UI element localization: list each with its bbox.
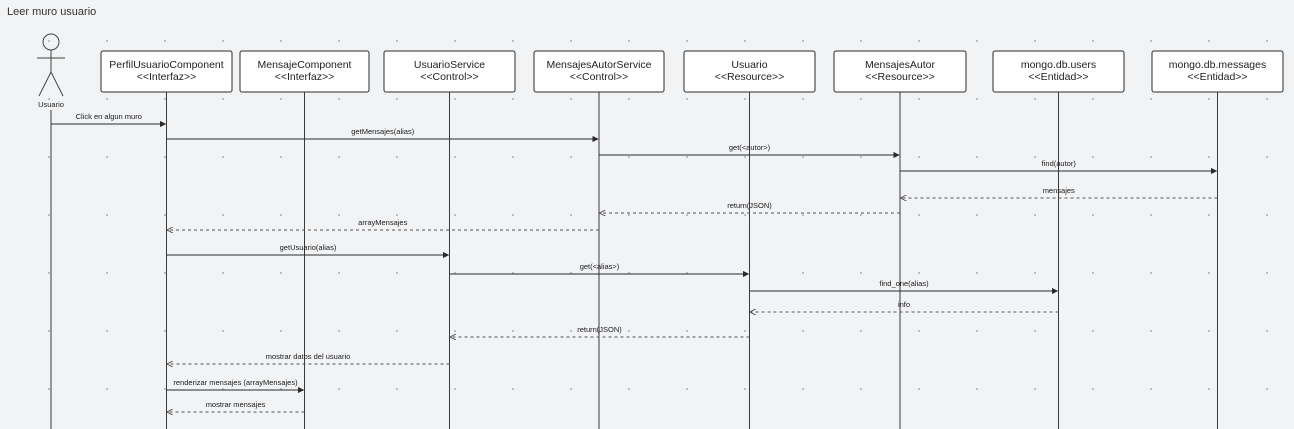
- message-1-click-en-algun-muro[interactable]: Click en algun muro: [51, 112, 167, 128]
- participant-name: MensajesAutor: [865, 59, 936, 71]
- participant-name: mongo.db.messages: [1169, 59, 1266, 71]
- message-label: mostrar datos del usuario: [266, 352, 351, 361]
- participant-usuario[interactable]: Usuario<<Resource>>: [683, 50, 816, 93]
- message-label: arrayMensajes: [358, 218, 407, 227]
- participant-mongo-db-messages[interactable]: mongo.db.messages<<Entidad>>: [1151, 50, 1284, 93]
- participant-perfilusuariocomponent[interactable]: PerfilUsuarioComponent<<Interfaz>>: [100, 50, 233, 93]
- participant-name: UsuarioService: [414, 59, 485, 71]
- participant-name: mongo.db.users: [1021, 59, 1096, 71]
- message-label: mensajes: [1043, 186, 1075, 195]
- participant-mensajesautorservice[interactable]: MensajesAutorService<<Control>>: [533, 50, 665, 93]
- participant-box: [833, 50, 967, 93]
- participant-mongo-db-users[interactable]: mongo.db.users<<Entidad>>: [992, 50, 1125, 93]
- participant-name: PerfilUsuarioComponent: [109, 59, 223, 71]
- actor-head: [42, 33, 60, 51]
- participant-stereotype: <<Resource>>: [715, 71, 784, 83]
- message-9-get-alias[interactable]: get(<alias>): [449, 262, 750, 278]
- participant-usuarioservice[interactable]: UsuarioService<<Control>>: [383, 50, 516, 93]
- actor-usuario: Usuario: [37, 33, 65, 109]
- message-6-return-json[interactable]: return(JSON): [600, 201, 900, 213]
- message-2-getmensajes-alias[interactable]: getMensajes(alias): [166, 127, 599, 143]
- participant-stereotype: <<Entidad>>: [1028, 71, 1088, 83]
- message-label: getMensajes(alias): [351, 127, 414, 136]
- participant-name: MensajesAutorService: [546, 59, 651, 71]
- participant-box: [992, 50, 1125, 93]
- participant-stereotype: <<Entidad>>: [1187, 71, 1247, 83]
- message-label: return(JSON): [727, 201, 772, 210]
- participant-mensajesautor[interactable]: MensajesAutor<<Resource>>: [833, 50, 967, 93]
- participant-name: MensajeComponent: [258, 59, 352, 71]
- participant-name: Usuario: [731, 59, 767, 71]
- participant-mensajecomponent[interactable]: MensajeComponent<<Interfaz>>: [239, 50, 370, 93]
- participant-box: [239, 50, 370, 93]
- message-label: mostrar mensajes: [206, 400, 266, 409]
- message-15-mostrar-mensajes[interactable]: mostrar mensajes: [168, 400, 305, 412]
- actor-leg-right: [50, 71, 64, 97]
- message-label: find(autor): [1042, 159, 1077, 168]
- message-8-getusuario-alias[interactable]: getUsuario(alias): [166, 243, 450, 259]
- message-label: find_one(alias): [879, 279, 929, 288]
- message-label: Click en algun muro: [76, 112, 142, 121]
- message-10-find-one-alias[interactable]: find_one(alias): [749, 279, 1059, 295]
- message-4-find-autor[interactable]: find(autor): [900, 159, 1218, 175]
- participant-stereotype: <<Resource>>: [865, 71, 934, 83]
- participant-box: [533, 50, 665, 93]
- actor-label: Usuario: [38, 100, 64, 109]
- participant-stereotype: <<Interfaz>>: [275, 71, 335, 83]
- message-label: getUsuario(alias): [280, 243, 337, 252]
- message-7-arraymensajes[interactable]: arrayMensajes: [168, 218, 600, 230]
- message-label: get(<alias>): [580, 262, 620, 271]
- participant-stereotype: <<Control>>: [570, 71, 628, 83]
- message-13-mostrar-datos-del-usuario[interactable]: mostrar datos del usuario: [168, 352, 450, 364]
- participant-stereotype: <<Control>>: [420, 71, 478, 83]
- participant-box: [683, 50, 816, 93]
- message-5-mensajes[interactable]: mensajes: [901, 186, 1218, 198]
- message-label: renderizar mensajes (arrayMensajes): [173, 378, 298, 387]
- message-11-info[interactable]: info: [751, 300, 1059, 312]
- actor-leg-left: [38, 71, 52, 97]
- message-label: return(JSON): [577, 325, 622, 334]
- message-3-get-autor[interactable]: get(<autor>): [599, 143, 900, 159]
- message-label: get(<autor>): [729, 143, 771, 152]
- participant-stereotype: <<Interfaz>>: [137, 71, 197, 83]
- message-12-return-json[interactable]: return(JSON): [451, 325, 750, 337]
- participant-box: [100, 50, 233, 93]
- participant-box: [383, 50, 516, 93]
- participant-box: [1151, 50, 1284, 93]
- page-title: Leer muro usuario: [7, 6, 97, 18]
- message-label: info: [898, 300, 910, 309]
- message-14-renderizar-mensajes-arraymensajes[interactable]: renderizar mensajes (arrayMensajes): [166, 378, 305, 394]
